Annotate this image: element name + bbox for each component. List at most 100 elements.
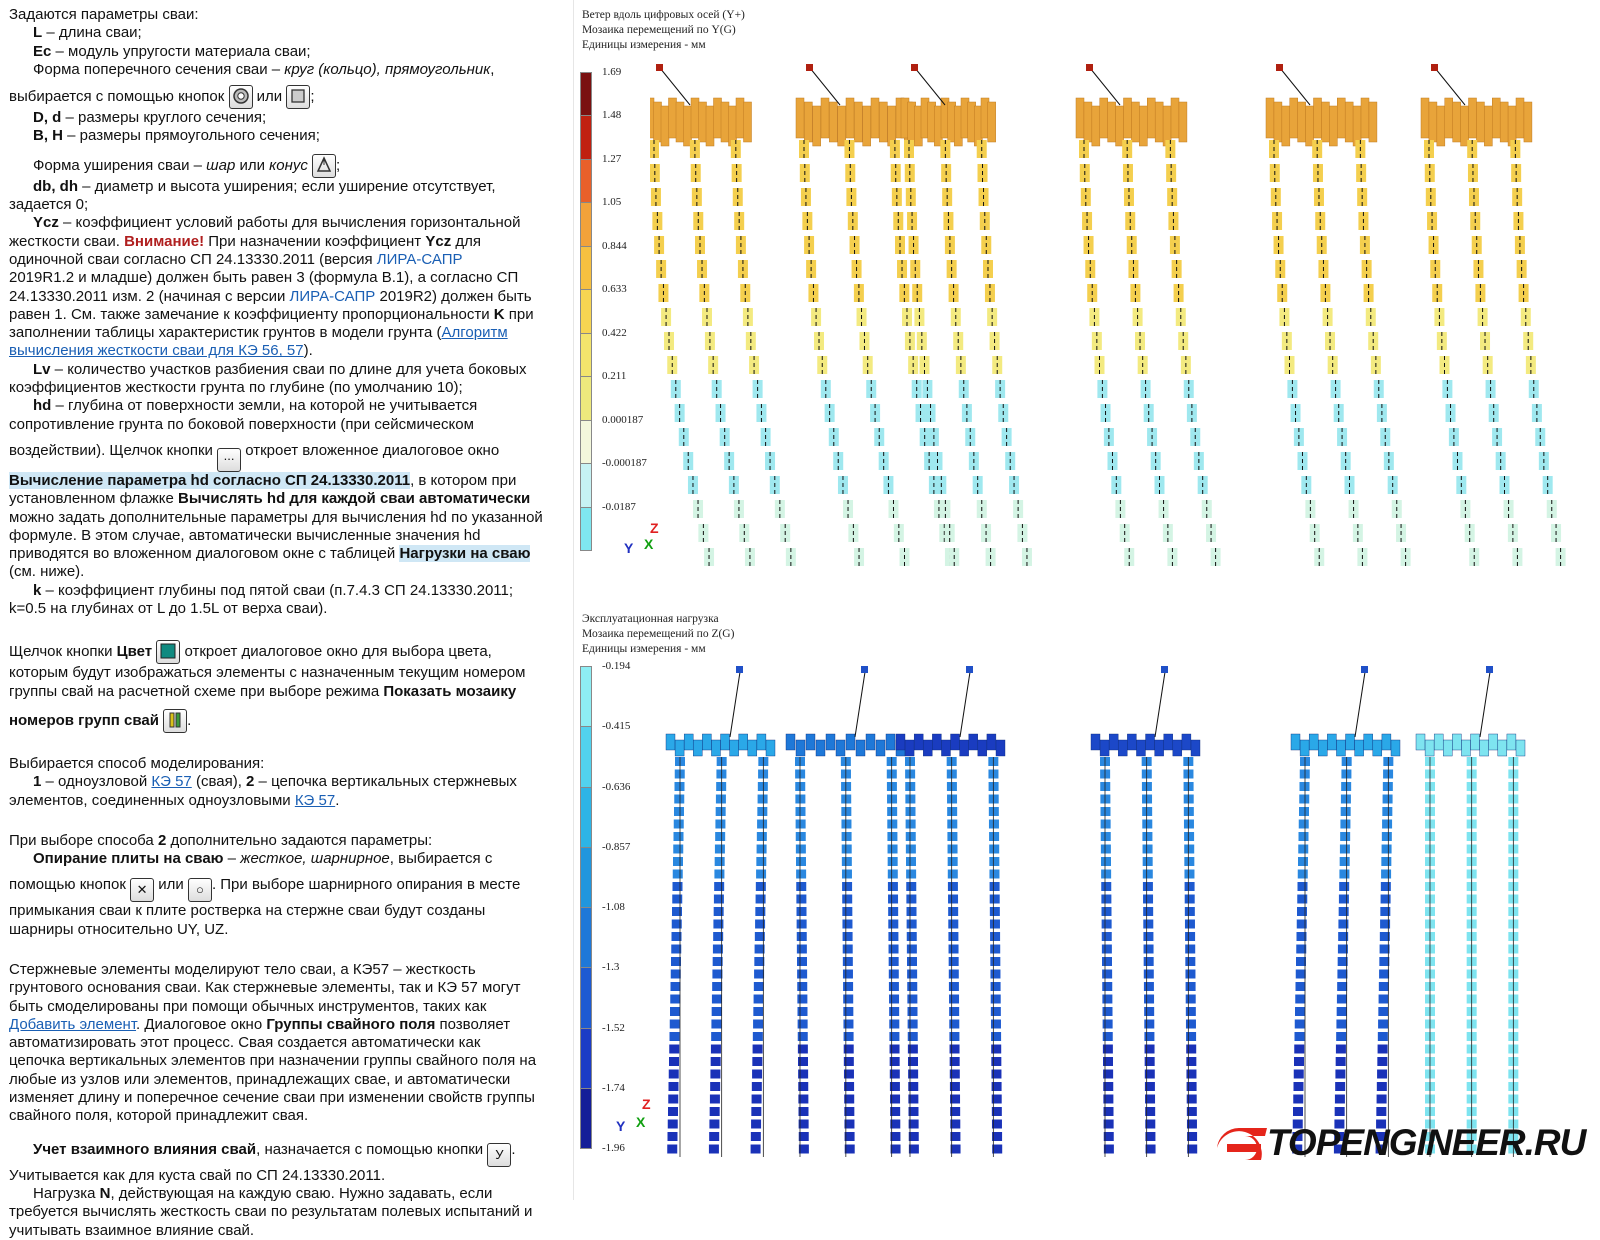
pile-segment bbox=[1381, 844, 1392, 854]
pile-cap-segment bbox=[1136, 739, 1146, 757]
hinged-support-button[interactable]: ○ bbox=[187, 878, 212, 903]
pile-segment bbox=[990, 944, 1001, 954]
pile-segment bbox=[905, 807, 916, 816]
pile-segment bbox=[1143, 957, 1154, 966]
lira-sapr-link[interactable]: ЛИРА-САПР bbox=[289, 287, 376, 305]
hd-dialog-button[interactable]: ... bbox=[217, 447, 242, 472]
pile-cap-segment bbox=[720, 733, 730, 751]
pile-cap-segment bbox=[1147, 97, 1156, 139]
pile-segment bbox=[1297, 869, 1308, 879]
pile-segment bbox=[1296, 944, 1307, 954]
lira-sapr-link[interactable]: ЛИРА-САПР bbox=[376, 250, 463, 268]
pile-segment bbox=[989, 894, 1000, 904]
load-node bbox=[911, 64, 918, 71]
pile-segment bbox=[1336, 994, 1347, 1004]
pile-segment bbox=[756, 869, 767, 879]
pile-cap-segment bbox=[950, 733, 960, 751]
pile-segment bbox=[908, 1107, 919, 1116]
pile-segment bbox=[672, 907, 682, 916]
pile-cap-segment bbox=[1443, 739, 1453, 757]
pile-segment bbox=[991, 1119, 1002, 1129]
pile-cap-segment bbox=[698, 101, 707, 143]
pile-cap-segment bbox=[986, 733, 997, 751]
param-Dd-desc: – размеры круглого сечения; bbox=[61, 109, 267, 127]
pile-segment bbox=[1184, 844, 1195, 854]
widening-shape-button[interactable] bbox=[312, 153, 337, 178]
legend-value: -1.96 bbox=[602, 1142, 625, 1154]
algorithm-link[interactable]: Алгоритм bbox=[441, 324, 508, 342]
pile-cap-segment bbox=[1345, 733, 1355, 751]
attention-label: Внимание! bbox=[124, 232, 205, 250]
algorithm-link-cont[interactable]: вычисления жесткости сваи для КЭ 56, 57 bbox=[9, 342, 304, 360]
rod-text: . Диалоговое окно bbox=[136, 1015, 267, 1033]
pile-segment bbox=[906, 857, 916, 866]
pile-cap-segment bbox=[1336, 739, 1346, 757]
pile-segment bbox=[673, 857, 683, 866]
pile-segment bbox=[798, 1069, 809, 1079]
pile-segment bbox=[890, 1144, 901, 1154]
pile-segment bbox=[991, 1069, 1002, 1079]
param-hd-desc: – глубина от поверхности земли, на котор… bbox=[51, 397, 478, 415]
add-element-link[interactable]: Добавить элемент bbox=[9, 1015, 137, 1033]
pile-segment bbox=[1340, 832, 1351, 841]
pile-segment bbox=[1185, 944, 1196, 954]
pile-cap-segment bbox=[968, 733, 978, 751]
color-button[interactable] bbox=[156, 640, 181, 665]
pile-segment bbox=[947, 882, 958, 891]
pile-segment bbox=[906, 932, 917, 941]
load-node bbox=[1361, 666, 1368, 673]
load-node bbox=[1086, 64, 1093, 71]
legend-swatch bbox=[580, 463, 592, 508]
pile-segment bbox=[796, 932, 807, 941]
pile-segment bbox=[1185, 1019, 1196, 1029]
rect-section-button[interactable] bbox=[286, 85, 311, 110]
pile-cap-segment bbox=[1131, 101, 1140, 143]
pile-segment bbox=[1379, 957, 1390, 966]
pile-cap-segment bbox=[743, 101, 752, 143]
pile-segment bbox=[667, 1119, 678, 1129]
top-mosaic-panel: Ветер вдоль цифровых осей (Y+) Мозаика п… bbox=[580, 0, 1600, 600]
pile-loads-link[interactable]: Нагрузки на сваю bbox=[399, 545, 531, 563]
color-text: которым будут изображаться элементы с на… bbox=[9, 664, 526, 682]
pile-segment bbox=[906, 944, 917, 954]
influence-button[interactable]: У bbox=[487, 1142, 512, 1167]
legend-value: -1.3 bbox=[602, 961, 620, 974]
pile-segment bbox=[1377, 1069, 1388, 1079]
pile-segment bbox=[710, 1057, 721, 1066]
param-k-desc: – коэффициент глубины под пятой сваи (п.… bbox=[41, 581, 514, 599]
modeling-text: Выбирается способ моделирования: bbox=[9, 754, 265, 772]
circle-section-button[interactable] bbox=[228, 85, 253, 110]
pile-cap-segment bbox=[713, 97, 722, 139]
pile-cap-segment bbox=[1415, 733, 1426, 751]
pile-cap-segment bbox=[1424, 739, 1435, 757]
load-text: требуется вычислять жесткость сваи по ре… bbox=[9, 1203, 533, 1221]
pile-segment bbox=[1186, 1069, 1197, 1079]
pile-cap-segment bbox=[1178, 101, 1188, 143]
ke57-link[interactable]: КЭ 57 bbox=[294, 791, 336, 809]
pile-segment bbox=[668, 1107, 678, 1116]
or-text: или bbox=[235, 156, 270, 174]
pile-cap-segment bbox=[1461, 739, 1471, 757]
pile-segment bbox=[796, 944, 807, 954]
mode-2: 2 bbox=[246, 773, 255, 791]
pile-segment bbox=[714, 882, 725, 891]
pile-segment bbox=[1339, 869, 1350, 879]
rigid-support-button[interactable]: ✕ bbox=[130, 878, 155, 903]
pile-segment bbox=[889, 1007, 900, 1016]
ke57-link[interactable]: КЭ 57 bbox=[151, 773, 192, 791]
pile-segment bbox=[887, 807, 898, 816]
close-x-icon: ✕ bbox=[136, 882, 148, 898]
pile-segment bbox=[1382, 819, 1393, 829]
pile-segment bbox=[989, 832, 1000, 841]
pile-segment bbox=[1101, 907, 1112, 916]
legend-value: -1.08 bbox=[602, 901, 625, 913]
hd-dialog-link[interactable]: Вычисление параметра hd согласно СП 24.1… bbox=[9, 471, 411, 489]
pile-segment bbox=[1185, 982, 1196, 991]
pile-segment bbox=[887, 882, 898, 891]
pile-groups-mosaic-button[interactable] bbox=[163, 708, 188, 733]
pile-cap-segment bbox=[1337, 97, 1346, 139]
pile-segment bbox=[1379, 969, 1390, 979]
pile-segment bbox=[890, 1094, 901, 1104]
pile-segment bbox=[842, 944, 853, 954]
pile-cap-segment bbox=[683, 733, 694, 751]
